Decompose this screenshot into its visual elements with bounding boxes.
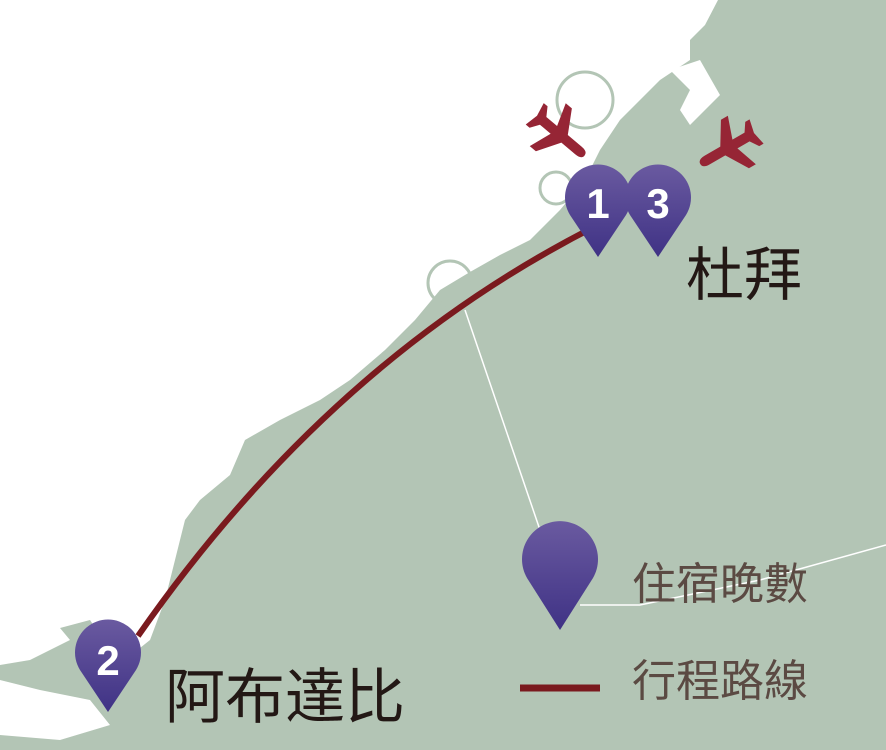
city-label-abu-dhabi: 阿布達比	[165, 663, 405, 733]
legend-pin-icon	[522, 521, 598, 630]
sea-inlet	[0, 680, 110, 740]
map-pin-icon	[625, 164, 692, 257]
pin-number[interactable]: 3	[646, 180, 670, 227]
city-label-dubai: 杜拜	[686, 241, 803, 309]
airplane-icon	[699, 115, 764, 169]
legend-nights-label: 住宿晚數	[632, 559, 808, 610]
pin-number[interactable]: 2	[96, 637, 120, 684]
map-pin-icon	[565, 164, 632, 257]
map-pin-icon	[74, 619, 141, 712]
legend-route-label: 行程路線	[632, 656, 808, 707]
pin-number[interactable]: 1	[586, 180, 610, 227]
airplane-icon	[525, 103, 586, 158]
sea-creek	[670, 60, 720, 125]
route-line	[135, 222, 600, 638]
roads	[464, 309, 886, 606]
